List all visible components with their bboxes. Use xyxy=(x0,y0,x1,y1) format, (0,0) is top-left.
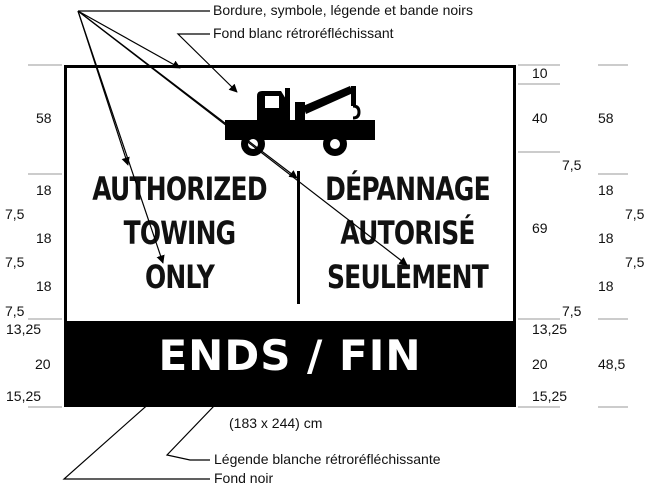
french-legend: DÉPANNAGE AUTORISÉ SEULEMENT xyxy=(320,167,496,299)
arrow-to-only xyxy=(77,10,165,264)
dim-right-inner-8: 15,25 xyxy=(532,388,568,404)
dim-right-inner-6: 13,25 xyxy=(532,321,568,337)
dim-right-outer-4: 18 xyxy=(598,230,614,246)
dim-right-outer-6: 18 xyxy=(598,278,614,294)
arrow-to-black-background xyxy=(62,384,210,480)
legend-divider xyxy=(297,171,300,304)
tow-truck-icon xyxy=(225,86,375,156)
sign-size: (183 x 244) cm xyxy=(229,415,323,431)
french-line-2: AUTORISÉ xyxy=(340,214,475,252)
dim-left-10: 15,25 xyxy=(6,388,42,404)
english-line-3: ONLY xyxy=(144,258,215,296)
english-line-1: AUTHORIZED xyxy=(92,170,267,208)
dim-left-5: 7,5 xyxy=(5,254,25,270)
callout-black-elements: Bordure, symbole, légende et bande noirs xyxy=(213,2,473,18)
sign-panel: AUTHORIZED TOWING ONLY DÉPANNAGE AUTORIS… xyxy=(64,65,516,407)
dim-left-6: 18 xyxy=(36,278,52,294)
dim-left-9: 20 xyxy=(35,356,51,372)
dim-left-1: 58 xyxy=(36,110,52,126)
english-legend: AUTHORIZED TOWING ONLY xyxy=(92,167,267,299)
callout-white-background: Fond blanc rétroréfléchissant xyxy=(213,25,394,41)
dim-right-outer-1: 58 xyxy=(598,110,614,126)
dim-left-2: 18 xyxy=(36,182,52,198)
dim-right-inner-4: 69 xyxy=(532,220,548,236)
dim-right-outer-2: 18 xyxy=(598,182,614,198)
dim-right-outer-7: 48,5 xyxy=(598,356,626,372)
french-line-1: DÉPANNAGE xyxy=(325,170,490,208)
dim-left-3: 7,5 xyxy=(5,206,25,222)
dim-right-outer-3: 7,5 xyxy=(625,206,645,222)
black-band xyxy=(67,321,513,404)
dim-left-7: 7,5 xyxy=(5,303,25,319)
dim-right-inner-5: 7,5 xyxy=(562,303,582,319)
dim-left-8: 13,25 xyxy=(6,321,42,337)
dim-right-inner-3: 7,5 xyxy=(562,157,582,173)
dim-right-inner-1: 10 xyxy=(532,65,548,81)
arrow-to-white-legend xyxy=(165,380,239,461)
dim-right-inner-7: 20 xyxy=(532,356,548,372)
dim-left-4: 18 xyxy=(36,230,52,246)
dim-right-inner-2: 40 xyxy=(532,110,548,126)
arrow-to-white-background xyxy=(176,33,238,93)
dim-right-outer-5: 7,5 xyxy=(625,254,645,270)
english-line-2: TOWING xyxy=(123,214,237,252)
arrow-to-french-legend xyxy=(77,10,408,266)
french-line-3: SEULEMENT xyxy=(326,258,489,296)
callout-black-background: Fond noir xyxy=(214,470,274,486)
callout-white-legend: Légende blanche rétroréfléchissante xyxy=(214,451,441,467)
arrow-to-border xyxy=(77,10,181,69)
band-legend: ENDS / FIN xyxy=(158,331,422,380)
